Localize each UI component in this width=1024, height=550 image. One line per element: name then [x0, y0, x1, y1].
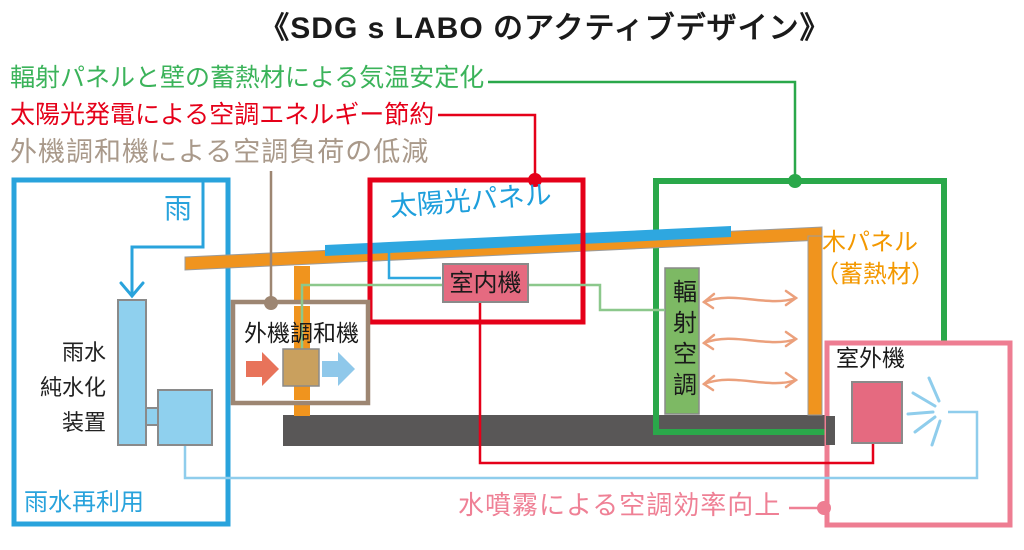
page-title: 《SDG s LABO のアクティブデザイン》	[259, 12, 831, 45]
purifier-pump	[157, 389, 213, 446]
solar-panel-bar	[325, 226, 731, 256]
radiant-ac-label: 輻射空調	[668, 279, 696, 403]
solar-red-frame	[367, 177, 586, 325]
rain-label: 雨	[164, 193, 193, 224]
outdoor-air-handler-label: 外機調和機	[244, 320, 359, 346]
panel-to-indoor-line	[387, 251, 441, 280]
purifier-label: 雨水純水化装置	[28, 335, 106, 440]
wood-wall	[807, 235, 823, 416]
hvac-circuit-line	[300, 283, 665, 360]
wood-panel-label-line1: 木パネル	[822, 229, 918, 256]
water-pipe-line	[183, 410, 979, 480]
floor-end	[826, 416, 835, 445]
annotation-solar: 太陽光発電による空調エネルギー節約	[10, 101, 435, 129]
refrigerant-line	[478, 302, 875, 465]
purifier-connector	[145, 407, 159, 426]
purifier-line2: 純水化	[39, 375, 106, 400]
purifier-line1: 雨水	[61, 340, 106, 365]
air-in-arrow	[246, 352, 279, 386]
annotation-thermal: 輻射パネルと壁の蓄熱材による気温安定化	[10, 64, 485, 92]
rain-intake-line	[119, 181, 205, 299]
indoor-unit-body	[442, 263, 529, 303]
rain-arrow-head	[119, 281, 145, 299]
heat-wave-arrows	[701, 289, 799, 392]
annotation-spray: 水噴霧による空調効率向上	[458, 490, 782, 520]
outdoor-unit-body	[851, 381, 903, 444]
handler-core	[282, 348, 320, 387]
purifier-line3: 装置	[61, 410, 106, 435]
spray-icon	[906, 376, 942, 447]
annotation-line-thermal	[488, 80, 797, 178]
annotation-oac: 外機調和機による空調負荷の低減	[10, 137, 430, 167]
annotation-line-solar	[438, 113, 537, 177]
wood-panel-label-line2: （蓄熱材）	[815, 261, 935, 288]
annotation-dot-solar	[528, 173, 542, 187]
annotation-dot-oac	[264, 296, 278, 310]
rain-reuse-label: 雨水再利用	[24, 489, 144, 516]
indoor-unit-label: 室内機	[449, 270, 522, 297]
outdoor-unit-label: 室外機	[836, 345, 905, 371]
purifier-tank	[117, 299, 147, 446]
rainwater-reuse-frame	[11, 177, 231, 527]
annotation-dot-thermal	[788, 174, 802, 188]
annotation-dot-spray	[817, 501, 831, 515]
air-out-arrow	[322, 352, 355, 386]
radiant-ac-box	[664, 267, 700, 415]
